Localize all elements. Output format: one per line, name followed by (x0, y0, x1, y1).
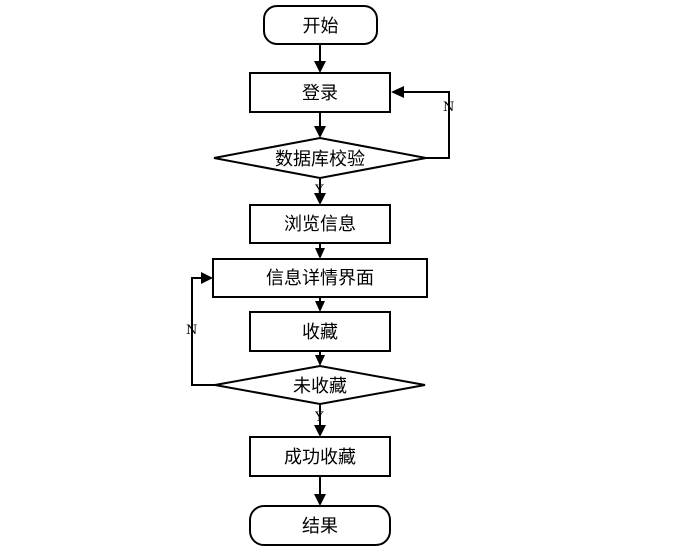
db-check-label: 数据库校验 (275, 149, 365, 170)
arrow-favorite-to-not-favorited (315, 351, 325, 366)
arrow-start-to-login (314, 44, 326, 73)
end-label: 结果 (302, 516, 338, 537)
arrow-login-to-db-check (314, 112, 326, 138)
arrow-db-check-no-loop (391, 86, 450, 159)
not-favorited-label: 未收藏 (293, 376, 347, 397)
arrow-browse-to-detail (315, 243, 325, 259)
start-label: 开始 (303, 16, 339, 37)
arrow-db-check-to-browse (314, 178, 326, 205)
arrow-success-to-end (314, 476, 326, 506)
not-favorited-no-label: N (186, 323, 197, 338)
detail-label: 信息详情界面 (266, 268, 374, 289)
not-favorited-yes-label: Y (314, 410, 324, 425)
browse-label: 浏览信息 (284, 214, 356, 235)
login-label: 登录 (302, 83, 338, 104)
arrow-not-favorited-to-success (314, 404, 326, 437)
login-process (249, 72, 391, 113)
not-favorited-decision (214, 364, 426, 406)
db-check-no-label: N (443, 100, 454, 115)
arrow-detail-to-favorite (315, 297, 325, 312)
db-check-yes-label: Y (314, 183, 324, 198)
arrow-not-favorited-no-loop (191, 272, 215, 386)
favorite-label: 收藏 (302, 322, 338, 343)
favorite-success-label: 成功收藏 (284, 447, 356, 468)
